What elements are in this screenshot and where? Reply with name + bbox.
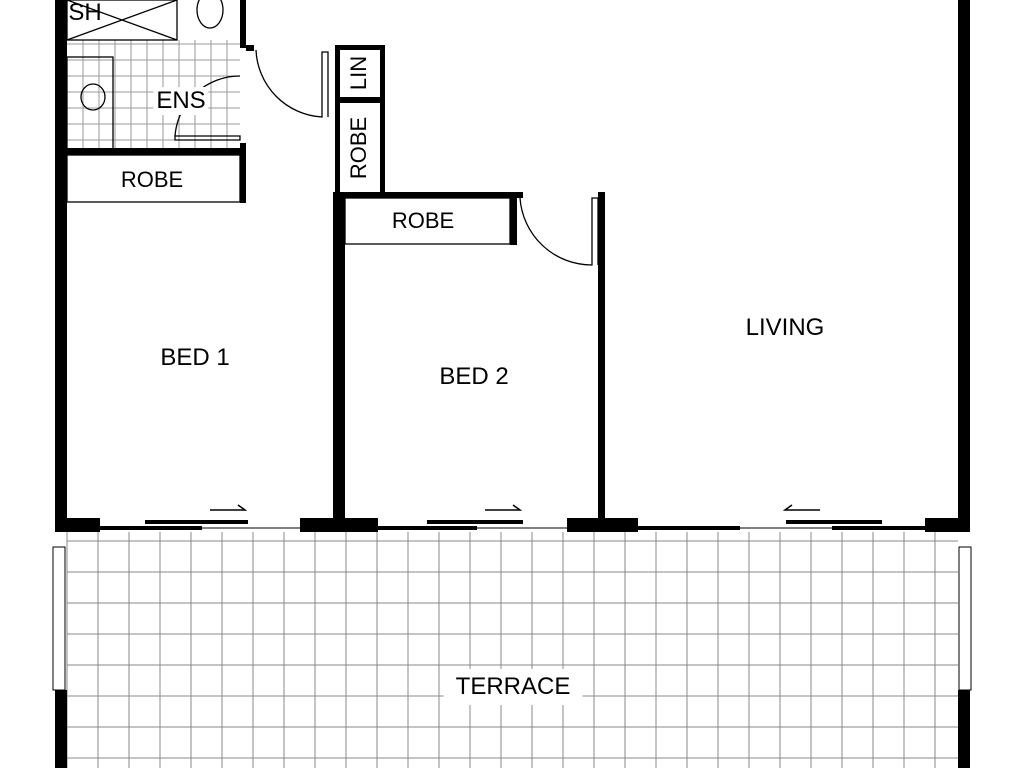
walls bbox=[55, 0, 970, 768]
basin-icon bbox=[80, 83, 106, 111]
terrace-windows bbox=[52, 546, 972, 691]
room-label-robe-hall: ROBE bbox=[346, 116, 371, 180]
sliding-doors bbox=[100, 504, 925, 530]
room-label-terrace: TERRACE bbox=[443, 669, 583, 705]
room-label-robe-bed1: ROBE bbox=[120, 167, 184, 192]
room-label-bed2: BED 2 bbox=[439, 363, 509, 390]
terrace-tile-grid bbox=[66, 532, 958, 768]
room-label-robe-bed2: ROBE bbox=[391, 208, 455, 233]
toilet-icon bbox=[196, 0, 224, 29]
room-label-shower: SH bbox=[68, 0, 102, 26]
room-label-ensuite: ENS bbox=[153, 87, 209, 115]
room-label-living: LIVING bbox=[745, 314, 825, 341]
room-label-bed1: BED 1 bbox=[160, 344, 230, 371]
fixtures bbox=[66, 0, 599, 266]
room-label-linen: LIN bbox=[346, 55, 371, 91]
